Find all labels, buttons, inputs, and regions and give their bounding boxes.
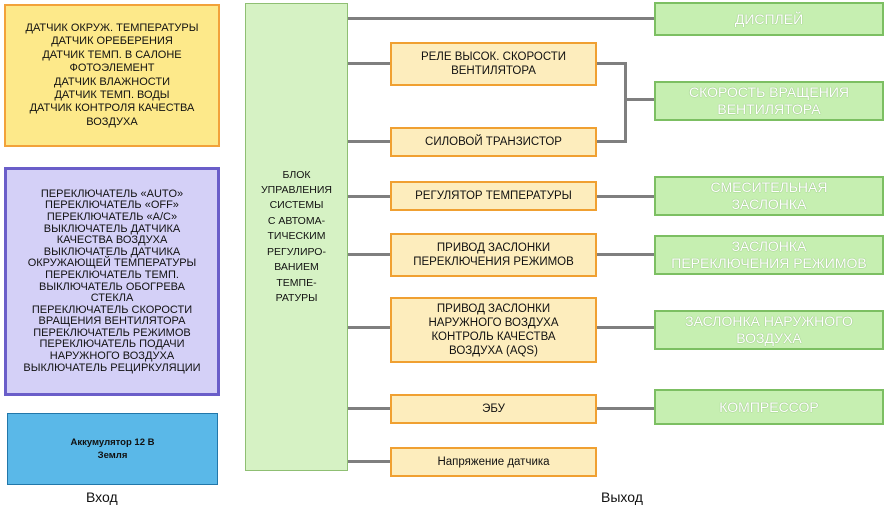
sensor-voltage-label: Напряжение датчика [437,456,550,468]
sensor-label: ДАТЧИК ОРЕБЕРЕНИЯ [51,35,173,48]
mode-damper-output-label: ПЕРЕКЛЮЧЕНИЯ РЕЖИМОВ [671,255,867,271]
compressor-output-label: КОМПРЕССОР [719,398,819,415]
control-unit-label: СИСТЕМЫ [269,199,324,212]
display-output-box: ДИСПЛЕЙ [654,2,884,36]
sensor-label: ДАТЧИК ВЛАЖНОСТИ [54,75,170,88]
switch-label: ПЕРЕКЛЮЧАТЕЛЬ РЕЖИМОВ [33,326,191,339]
switch-label: ОКРУЖАЮЩЕЙ ТЕМПЕРАТУРЫ [27,257,197,270]
line-drive-mode [597,253,654,256]
outside-air-damper-output-label: ЗАСЛОНКА НАРУЖНОГО [685,313,853,329]
outside-air-drive-label: ВОЗДУХА (AQS) [449,345,538,357]
switch-group: ПЕРЕКЛЮЧАТЕЛЬ «AUTO» ПЕРЕКЛЮЧАТЕЛЬ «OFF»… [4,167,220,396]
output-caption: Выход [601,489,643,505]
line-transistor-bus [597,140,625,143]
fan-speed-output-box: СКОРОСТЬ ВРАЩЕНИЯ ВЕНТИЛЯТОРА [654,81,884,121]
fan-relay-label: ВЕНТИЛЯТОРА [451,65,536,77]
battery-label: Аккумулятор 12 В [70,437,155,448]
switch-label: ВЫКЛЮЧАТЕЛЬ ОБОГРЕВА [39,280,185,293]
line-ecu-outside-drive [348,326,390,329]
temp-regulator-label: РЕГУЛЯТОР ТЕМПЕРАТУРЫ [415,190,572,202]
sensor-label: ДАТЧИК ТЕМП. ВОДЫ [54,88,170,101]
line-ecu-fan-relay [348,62,390,65]
control-unit-label: С АВТОМА- [267,214,326,227]
fan-speed-output-label: СКОРОСТЬ ВРАЩЕНИЯ [688,84,849,100]
outside-air-drive-box: ПРИВОД ЗАСЛОНКИ НАРУЖНОГО ВОЗДУХА КОНТРО… [390,297,597,363]
ebu-box: ЭБУ [390,394,597,424]
sensor-label: ФОТОЭЛЕМЕНТ [69,62,155,75]
outside-air-damper-output-box: ЗАСЛОНКА НАРУЖНОГО ВОЗДУХА [654,310,884,350]
temp-regulator-box: РЕГУЛЯТОР ТЕМПЕРАТУРЫ [390,181,597,211]
mode-damper-output-box: ЗАСЛОНКА ПЕРЕКЛЮЧЕНИЯ РЕЖИМОВ [654,235,884,275]
mix-damper-output-label: ЗАСЛОНКА [731,196,807,212]
power-transistor-box: СИЛОВОЙ ТРАНЗИСТОР [390,127,597,157]
mode-damper-drive-label: ПРИВОД ЗАСЛОНКИ [436,242,551,254]
switch-label: ВРАЩЕНИЯ ВЕНТИЛЯТОРА [38,315,186,328]
control-unit-label: ТИЧЕСКИМ [267,230,326,243]
switch-label: КАЧЕСТВА ВОЗДУХА [56,234,168,247]
control-unit-label: РАТУРЫ [275,291,318,304]
line-drive-outside [597,326,654,329]
line-regulator-mix [597,195,654,198]
line-fan-bus-output [624,98,654,101]
line-ebu-compressor [597,407,654,410]
line-ecu-power-transistor [348,140,390,143]
sensor-group: ДАТЧИК ОКРУЖ. ТЕМПЕРАТУРЫ ДАТЧИК ОРЕБЕРЕ… [4,4,220,147]
fan-relay-box: РЕЛЕ ВЫСОК. СКОРОСТИ ВЕНТИЛЯТОРА [390,42,597,86]
line-ecu-mode-drive [348,253,390,256]
ground-label: Земля [97,450,128,461]
switch-label: ВЫКЛЮЧАТЕЛЬ ДАТЧИКА [43,222,181,235]
sensor-label: ДАТЧИК ТЕМП. В САЛОНЕ [42,48,182,61]
switch-label: ПЕРЕКЛЮЧАТЕЛЬ СКОРОСТИ [31,303,193,316]
switch-label: ПЕРЕКЛЮЧАТЕЛЬ ПОДАЧИ [39,338,185,351]
line-ecu-sensor-voltage [348,460,390,463]
power-supply-box: Аккумулятор 12 В Земля [7,413,218,485]
mode-damper-output-label: ЗАСЛОНКА [731,238,807,254]
control-unit-label: ВАНИЕМ [274,261,319,274]
sensor-label: ДАТЧИК ОКРУЖ. ТЕМПЕРАТУРЫ [25,21,199,34]
switch-label: ПЕРЕКЛЮЧАТЕЛЬ «A/C» [46,210,178,223]
outside-air-drive-label: ПРИВОД ЗАСЛОНКИ [436,303,551,315]
control-unit-label: РЕГУЛИРО- [267,245,326,258]
sensor-label: ДАТЧИК КОНТРОЛЯ КАЧЕСТВА [29,102,195,115]
line-ecu-display [348,17,654,20]
switch-label: ПЕРЕКЛЮЧАТЕЛЬ ТЕМП. [45,268,179,281]
line-relay-bus [597,62,625,65]
line-fan-bus-vertical [624,62,627,143]
outside-air-damper-output-label: ВОЗДУХА [736,330,802,346]
mix-damper-output-label: СМЕСИТЕЛЬНАЯ [710,179,828,195]
switch-label: ПЕРЕКЛЮЧАТЕЛЬ «AUTO» [40,187,184,200]
line-ecu-temp-regulator [348,195,390,198]
control-unit-label: ТЕМПЕ- [276,276,317,289]
compressor-output-box: КОМПРЕССОР [654,389,884,425]
sensor-voltage-box: Напряжение датчика [390,447,597,477]
ebu-label: ЭБУ [482,403,505,415]
fan-speed-output-label: ВЕНТИЛЯТОРА [717,101,821,117]
control-unit-label: УПРАВЛЕНИЯ [260,184,332,197]
power-transistor-label: СИЛОВОЙ ТРАНЗИСТОР [425,136,562,148]
switch-label: СТЕКЛА [90,292,134,305]
outside-air-drive-label: КОНТРОЛЬ КАЧЕСТВА [431,331,556,343]
input-caption: Вход [86,489,118,505]
switch-label: ВЫКЛЮЧАТЕЛЬ ДАТЧИКА [43,245,181,258]
mix-damper-output-box: СМЕСИТЕЛЬНАЯ ЗАСЛОНКА [654,176,884,216]
switch-label: ПЕРЕКЛЮЧАТЕЛЬ «OFF» [45,199,179,212]
mode-damper-drive-box: ПРИВОД ЗАСЛОНКИ ПЕРЕКЛЮЧЕНИЯ РЕЖИМОВ [390,233,597,277]
control-unit-label: БЛОК [282,168,311,181]
switch-label: ВЫКЛЮЧАТЕЛЬ РЕЦИРКУЛЯЦИИ [23,361,201,374]
control-unit-box: БЛОК УПРАВЛЕНИЯ СИСТЕМЫ С АВТОМА- ТИЧЕСК… [245,3,348,471]
fan-relay-label: РЕЛЕ ВЫСОК. СКОРОСТИ [420,51,567,63]
sensor-label: ВОЗДУХА [86,115,138,128]
line-ecu-ebu [348,407,390,410]
display-output-label: ДИСПЛЕЙ [734,10,804,27]
outside-air-drive-label: НАРУЖНОГО ВОЗДУХА [428,317,559,329]
switch-label: НАРУЖНОГО ВОЗДУХА [49,350,175,363]
mode-damper-drive-label: ПЕРЕКЛЮЧЕНИЯ РЕЖИМОВ [413,256,574,268]
